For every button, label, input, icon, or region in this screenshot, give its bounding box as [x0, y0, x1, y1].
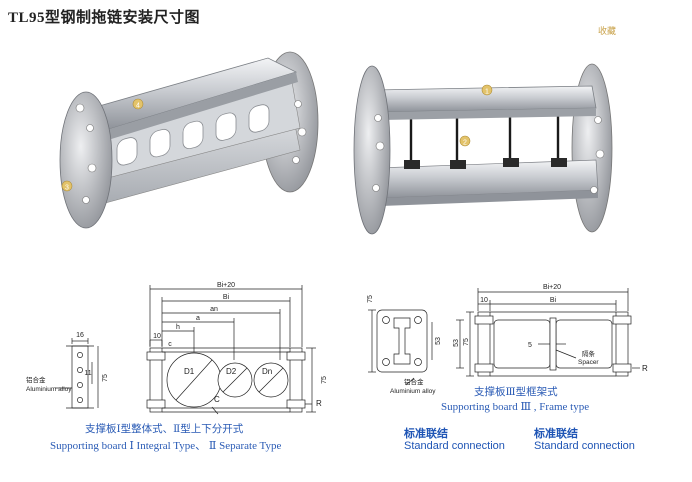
side-plate-holes [75, 100, 307, 204]
callout-label-2: 2 [463, 140, 467, 147]
dim-an: an [210, 306, 218, 313]
side-plate-front [59, 91, 113, 229]
dim-75: 75 [463, 338, 470, 346]
dim-75-small: 75 [102, 374, 109, 382]
main-frame-view [474, 311, 632, 377]
callout-label-1: 1 [485, 89, 489, 96]
dim-75: 75 [321, 376, 328, 384]
caption-right-en: Supporting board Ⅲ , Frame type [441, 401, 590, 413]
label-r: R [642, 364, 648, 373]
dim-53-small: 53 [435, 337, 442, 345]
material-label-cn: 铝合金 [26, 375, 46, 384]
window-openings [116, 104, 270, 166]
small-side-view [66, 338, 99, 409]
small-board-view [368, 309, 433, 373]
hole-label-d1: D1 [184, 367, 195, 376]
callout-bubble-3 [61, 180, 73, 192]
caption-left-en: Supporting board Ⅰ Integral Type、 Ⅱ Sepa… [50, 440, 282, 452]
lower-beam-edge [380, 190, 598, 206]
connection-subtitle-2: Standard connection [534, 440, 635, 452]
top-cover-edge [378, 108, 596, 120]
dim-53: 53 [453, 339, 460, 347]
dim-10: 10 [480, 297, 488, 304]
label-r: R [316, 399, 322, 408]
dim-a: a [196, 315, 200, 322]
side-plate-holes [372, 114, 605, 194]
callout-label-4: 4 [136, 103, 140, 110]
spacer-label-en: Spacer [578, 359, 599, 366]
dim-10: 10 [153, 333, 161, 340]
spacer-label-cn: 隔条 [582, 349, 596, 358]
connection-subtitle-1: Standard connection [404, 440, 505, 452]
caption-right-cn: 支撑板Ⅲ型框架式 [474, 387, 558, 398]
page-title: TL95型钢制拖链安装尺寸图 [8, 10, 201, 26]
dim-c: c [168, 341, 172, 348]
caption-left-cn: 支撑板Ⅰ型整体式、Ⅱ型上下分开式 [85, 424, 244, 435]
dim-11: 11 [84, 370, 91, 377]
callout-label-3: 3 [65, 185, 69, 192]
dim-bi20: Bi+20 [543, 284, 561, 291]
dim-bi20: Bi+20 [217, 282, 235, 289]
hole-label-dn: Dn [262, 367, 272, 376]
material-label-en: Aluminium alloy [26, 386, 72, 393]
dim-75-small: 75 [367, 295, 374, 303]
dim-bi: Bi [550, 297, 557, 304]
label-c: C [214, 395, 220, 404]
favorite-mark: 收藏 [598, 26, 617, 36]
top-cover-edge [106, 72, 298, 140]
photo-right-bracket: 1 2 [353, 63, 613, 235]
drawing-left: 16 11 75 铝合金 Aluminium alloy [26, 285, 316, 415]
dim-5: 5 [528, 342, 532, 349]
drawing-right [368, 288, 640, 386]
dim-h: h [176, 324, 180, 331]
dim-16: 16 [76, 332, 84, 339]
side-plate-front [353, 65, 391, 235]
spacer-clips [404, 158, 567, 169]
connection-title-2: 标准联结 [534, 428, 578, 440]
dim-bi: Bi [223, 294, 230, 301]
callout-bubble-2 [459, 135, 471, 147]
material-label-cn: 铝合金 [404, 377, 424, 386]
connection-title-1: 标准联结 [404, 428, 448, 440]
photo-left-bracket: 4 3 [59, 51, 319, 229]
callout-bubble-4 [132, 98, 144, 110]
material-label-en: Aluminium alloy [390, 388, 436, 395]
callout-bubble-1 [481, 84, 493, 96]
hole-label-d2: D2 [226, 367, 237, 376]
main-front-view [146, 340, 306, 413]
